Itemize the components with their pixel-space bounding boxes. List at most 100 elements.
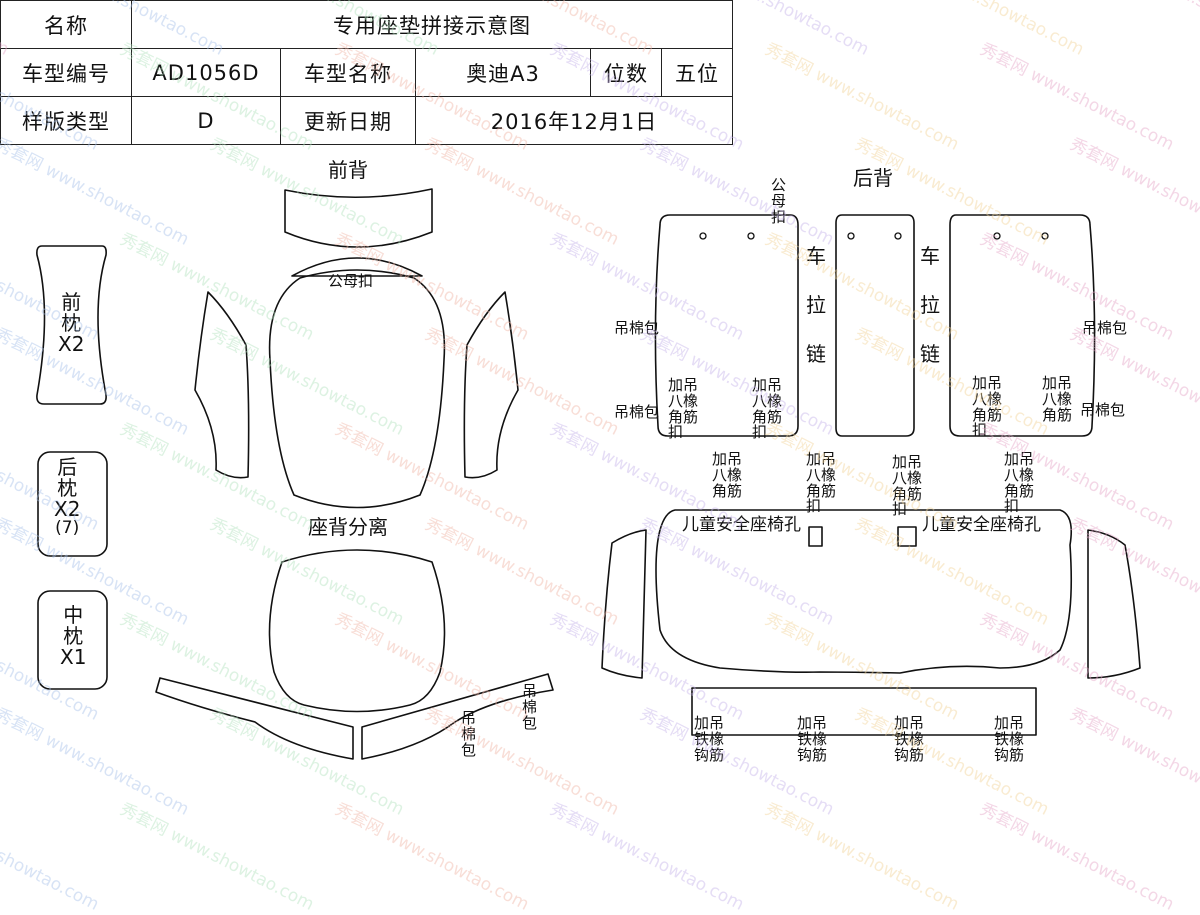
rib-line: 八橡 (712, 465, 743, 484)
rib-line: 八橡 (1004, 465, 1035, 484)
zipper-label-right: 车拉链 (920, 244, 940, 366)
rib-line: 八橡 (752, 391, 783, 410)
model-name-label: 车型名称 (280, 48, 416, 97)
rib-line: 加吊 (668, 376, 699, 394)
rib-line: 铁橡 (694, 729, 725, 748)
rib-line: 铁橡 (894, 729, 925, 748)
seat-separate-title: 座背分离 (308, 515, 388, 539)
middle-headrest-piece (37, 590, 108, 690)
rib-line: 扣 (1004, 497, 1020, 516)
rear-headrest-label: 后 枕 X2 (7) (54, 457, 80, 538)
watermark-brand: 秀套网 www.showtao.com (761, 799, 963, 915)
middle-headrest-line-2: 枕 (63, 624, 84, 648)
front-headrest-piece (36, 245, 107, 405)
front-headrest-line-3: X2 (58, 332, 85, 356)
rib-line: 八橡 (668, 391, 699, 410)
iron-rib-cluster-3: 加吊 铁橡 钩筋 (894, 715, 925, 764)
model-code-value: AD1056D (131, 48, 281, 97)
rear-hang-cotton-upper-left: 吊棉包 (614, 319, 660, 337)
model-code-label: 车型编号 (0, 48, 132, 97)
rib-line: 角筋 (712, 481, 743, 500)
middle-headrest-line-1: 中 (63, 603, 84, 627)
rib-line: 加吊 (712, 450, 743, 468)
rib-line: 扣 (892, 500, 908, 519)
rib-line: 加吊 (694, 714, 725, 732)
front-back-title: 前背 (328, 158, 368, 182)
zipper-label-left: 车拉链 (806, 244, 826, 366)
front-back-left-wing (194, 291, 250, 479)
name-label: 名称 (0, 0, 132, 49)
child-seat-hole-label-right: 儿童安全座椅孔 (922, 515, 1041, 535)
lower-hang-cotton-left: 吊棉包 (461, 709, 477, 759)
rib-line: 八橡 (1042, 389, 1073, 408)
rib-line: 八橡 (806, 465, 837, 484)
snap-hole (847, 232, 855, 240)
rib-line: 钩筋 (694, 745, 725, 764)
rear-headrest-line-2: 枕 (57, 476, 78, 500)
rear-hang-cotton-upper-right: 吊棉包 (1082, 319, 1128, 337)
rib-line: 扣 (668, 423, 684, 442)
rib-line: 加吊 (797, 714, 828, 732)
rib-line: 钩筋 (994, 745, 1025, 764)
watermark-brand: 秀套网 www.showtao.com (0, 799, 103, 915)
rib-line: 加吊 (752, 376, 783, 394)
rib-line: 加吊 (1042, 374, 1073, 392)
front-back-top-band (284, 188, 433, 248)
rib-line: 角筋 (752, 407, 783, 426)
front-snap-label: 公母扣 (328, 272, 374, 290)
rib-line: 角筋 (668, 407, 699, 426)
rib-cluster-7: 加吊 八橡 角筋 扣 (892, 453, 923, 519)
lower-left-strip-a (155, 677, 354, 760)
snap-hole (894, 232, 902, 240)
snap-hole (747, 232, 755, 240)
rear-hang-cotton-lower-left: 吊棉包 (614, 403, 660, 421)
update-date-value: 2016年12月1日 (415, 96, 733, 145)
rib-line: 角筋 (972, 405, 1003, 424)
watermark-brand: 秀套网 www.showtao.com (976, 799, 1178, 915)
rib-line: 八橡 (972, 389, 1003, 408)
rib-cluster-5: 加吊 八橡 角筋 (712, 450, 743, 500)
rib-line: 加吊 (972, 374, 1003, 392)
rear-headrest-line-4: (7) (55, 518, 80, 538)
snap-hole (1041, 232, 1049, 240)
rib-line: 钩筋 (894, 745, 925, 764)
front-headrest-label: 前 枕 X2 (58, 292, 84, 355)
rib-line: 扣 (972, 421, 988, 440)
rib-line: 扣 (806, 497, 822, 516)
rear-hang-cotton-lower-right: 吊棉包 (1080, 401, 1126, 419)
rib-cluster-3: 加吊 八橡 角筋 扣 (972, 374, 1003, 440)
rear-back-title: 后背 (853, 166, 893, 190)
rib-line: 加吊 (994, 714, 1025, 732)
rib-line: 钩筋 (797, 745, 828, 764)
front-headrest-line-2: 枕 (61, 311, 82, 335)
rear-back-right-panel (949, 214, 1096, 437)
snap-hole (993, 232, 1001, 240)
rib-line: 角筋 (1004, 481, 1035, 500)
watermark-brand: 秀套网 www.showtao.com (116, 799, 318, 915)
child-seat-hole-label-left: 儿童安全座椅孔 (682, 515, 801, 535)
rib-line: 角筋 (892, 484, 923, 503)
middle-headrest-line-3: X1 (60, 645, 87, 669)
iron-rib-cluster-4: 加吊 铁橡 钩筋 (994, 714, 1025, 764)
watermark-brand: 秀套网 www.showtao.com (331, 799, 533, 915)
rear-back-middle-panel (835, 214, 915, 437)
middle-headrest-label: 中 枕 X1 (60, 605, 86, 668)
rib-line: 角筋 (1042, 405, 1073, 424)
rib-cluster-8: 加吊 八橡 角筋 扣 (1004, 451, 1035, 516)
iron-rib-cluster-1: 加吊 铁橡 钩筋 (694, 714, 725, 764)
rib-cluster-4: 加吊 八橡 角筋 (1042, 374, 1073, 424)
spec-table: 名称 专用座垫拼接示意图 车型编号 AD1056D 车型名称 奥迪A3 位数 五… (0, 0, 733, 145)
front-headrest-line-1: 前 (61, 290, 82, 314)
rib-cluster-2: 加吊 八橡 角筋 扣 (752, 376, 783, 442)
update-date-label: 更新日期 (280, 96, 416, 145)
child-seat-hole-marker-left (808, 526, 823, 547)
rear-headrest-piece (37, 451, 108, 557)
front-back-snap-flap (291, 257, 423, 277)
rear-cushion-left-wing (601, 529, 647, 679)
rib-line: 加吊 (892, 453, 923, 471)
rib-cluster-1: 加吊 八橡 角筋 扣 (668, 376, 699, 442)
rib-line: 扣 (752, 423, 768, 442)
rib-line: 铁橡 (797, 729, 828, 748)
rear-cushion-right-wing (1087, 529, 1141, 679)
rib-cluster-6: 加吊 八橡 角筋 扣 (806, 451, 837, 516)
